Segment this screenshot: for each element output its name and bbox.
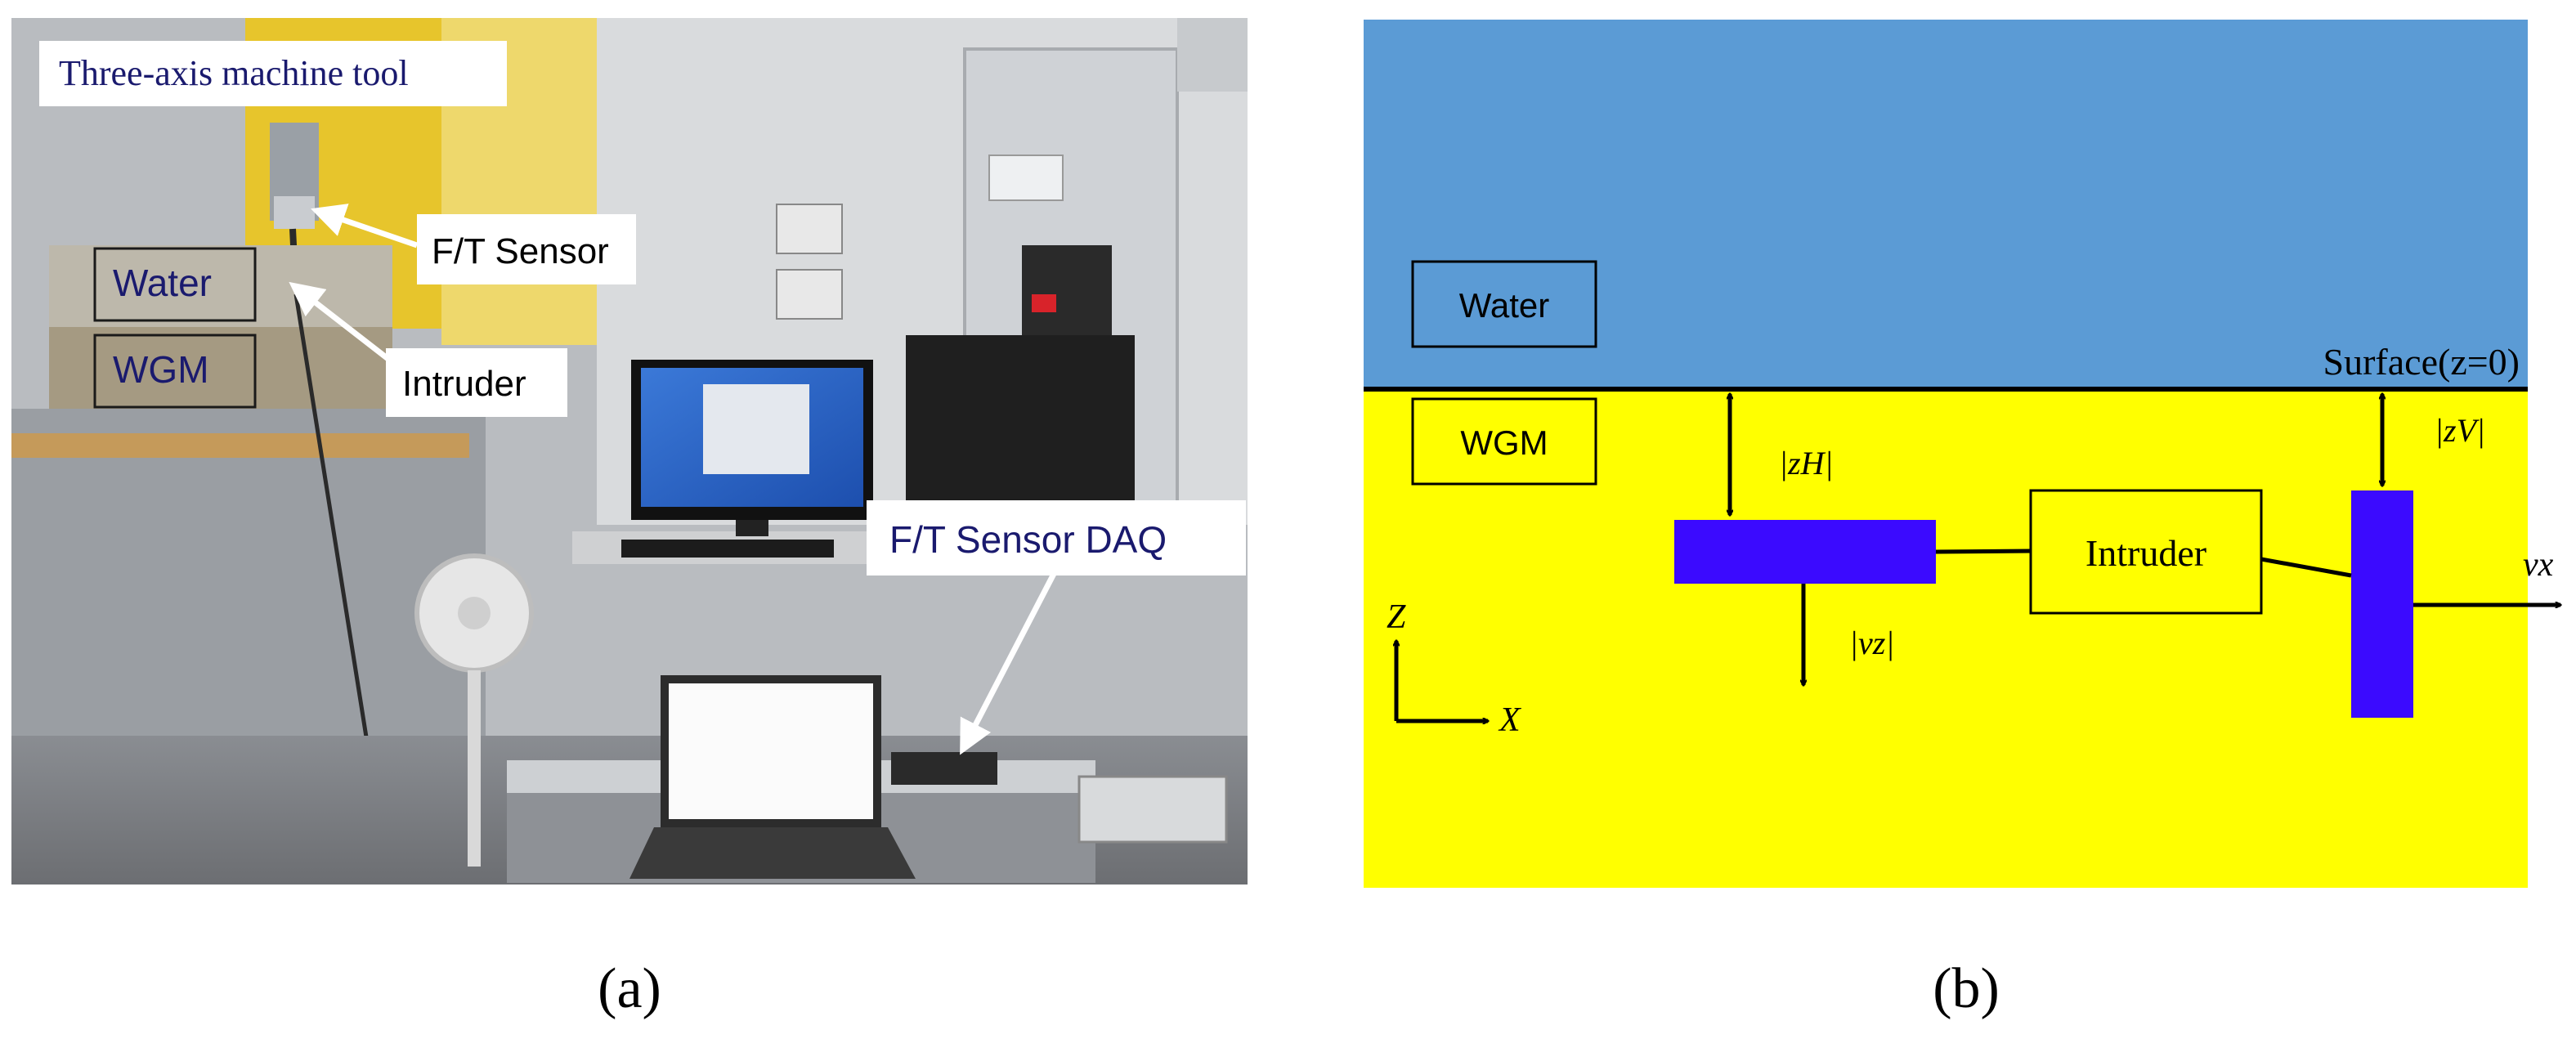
wall-outlet-box (1177, 18, 1248, 92)
laptop-base (629, 827, 916, 879)
callout-wgm: WGM (113, 348, 209, 391)
surface-label: Surface(z=0) (2323, 341, 2520, 383)
vz-label: |vz| (1849, 625, 1894, 661)
callout-machine-tool: Three-axis machine tool (59, 53, 409, 93)
intruder-plate-horizontal (1674, 520, 1936, 584)
table-rail (11, 433, 469, 458)
fan-hub (458, 597, 491, 629)
callout-machine-tool-box (39, 41, 507, 106)
wgm-region (1364, 389, 2528, 888)
axis-z-label: Z (1387, 598, 1406, 636)
panel-a-photo: Three-axis machine tool F/T Sensor Intru… (11, 18, 1248, 885)
arrow-ft-sensor (311, 204, 419, 249)
water-label: Water (1459, 286, 1549, 325)
callout-ft-sensor: F/T Sensor (432, 231, 609, 271)
zh-label: |zH| (1779, 445, 1833, 481)
wgm-label-box (1411, 397, 1597, 486)
water-region (1364, 20, 2528, 389)
panel-a-label: (a) (598, 957, 661, 1020)
daq-device (891, 752, 997, 785)
daq-box (1077, 775, 1228, 844)
laptop-screen (669, 683, 873, 819)
panel-b-schematic: Water WGM Surface(z=0) Intruder |zH| |zV… (1364, 20, 2560, 888)
callout-daq: F/T Sensor DAQ (889, 518, 1167, 561)
connector-left (1935, 549, 2032, 554)
callout-water: Water (113, 262, 212, 304)
warning-sticker (776, 204, 843, 254)
arrow-intruder (289, 281, 392, 362)
keyboard (621, 540, 834, 558)
zv-label: |zV| (2435, 412, 2485, 449)
arrow-daq (960, 571, 1058, 755)
work-tank-upper (49, 245, 392, 327)
callout-wgm-box (93, 334, 257, 409)
water-label-box (1411, 260, 1597, 348)
axis-x-label: X (1498, 701, 1522, 739)
callout-water-box (93, 247, 257, 322)
cabinet-led (1032, 294, 1056, 312)
ft-sensor-body (274, 196, 315, 229)
monitor-window (703, 384, 809, 474)
monitor-stand (736, 520, 768, 536)
intruder-plate-vertical (2351, 490, 2413, 718)
callout-daq-box (867, 500, 1246, 576)
vx-label: vx (2523, 546, 2554, 584)
callout-intruder-box (386, 348, 567, 417)
panel-b-label: (b) (1933, 957, 2000, 1020)
callout-ft-sensor-box (417, 214, 636, 284)
fan-pole (468, 670, 481, 867)
callout-intruder: Intruder (402, 364, 526, 404)
wgm-label: WGM (1460, 423, 1548, 462)
connector-right (2260, 557, 2352, 578)
warning-sticker-3 (988, 155, 1064, 201)
warning-sticker-2 (776, 269, 843, 320)
intruder-label: Intruder (2085, 532, 2206, 574)
